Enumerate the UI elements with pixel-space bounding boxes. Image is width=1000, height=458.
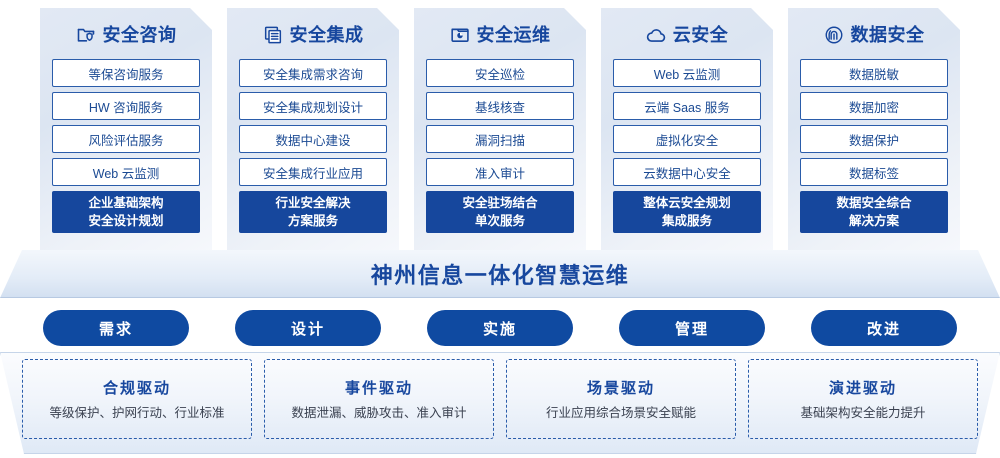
service-item[interactable]: 基线核查 — [426, 92, 574, 120]
drivers-list: 合规驱动 等级保护、护网行动、行业标准 事件驱动 数据泄漏、威胁攻击、准入审计 … — [0, 359, 1000, 445]
column-summary[interactable]: 行业安全解决 方案服务 — [239, 191, 387, 233]
summary-line-1: 数据安全综合 — [836, 195, 912, 210]
fingerprint-icon — [824, 25, 844, 45]
column-header: 安全咨询 — [52, 18, 200, 52]
stacked-documents-icon — [263, 25, 283, 45]
column-header: 安全集成 — [239, 18, 387, 52]
service-item[interactable]: 漏洞扫描 — [426, 125, 574, 153]
driver-card-incident[interactable]: 事件驱动 数据泄漏、威胁攻击、准入审计 — [264, 359, 494, 439]
driver-subtitle: 数据泄漏、威胁攻击、准入审计 — [291, 406, 467, 420]
drivers-panel-background — [0, 352, 1000, 454]
service-item[interactable]: 安全集成需求咨询 — [239, 59, 387, 87]
driver-subtitle: 基础架构安全能力提升 — [800, 406, 926, 420]
service-item[interactable]: 安全集成规划设计 — [239, 92, 387, 120]
driver-subtitle: 行业应用综合场景安全赋能 — [545, 406, 696, 420]
platform-banner: 神州信息一体化智慧运维 — [0, 250, 1000, 298]
column-summary[interactable]: 安全驻场结合 单次服务 — [426, 191, 574, 233]
driver-card-scenario[interactable]: 场景驱动 行业应用综合场景安全赋能 — [506, 359, 736, 439]
summary-line-2: 安全设计规划 — [88, 214, 164, 228]
summary-line-2: 方案服务 — [287, 214, 338, 228]
column-title: 安全集成 — [289, 25, 364, 45]
driver-title: 场景驱动 — [586, 380, 655, 397]
column-title: 安全咨询 — [102, 25, 177, 45]
column-summary[interactable]: 整体云安全规划 集成服务 — [613, 191, 761, 233]
column-header: 安全运维 — [426, 18, 574, 52]
capability-column-cloud-security[interactable]: 云安全 Web 云监测 云端 Saas 服务 虚拟化安全 云数据中心安全 整体云… — [601, 8, 773, 254]
drivers-panel: 合规驱动 等级保护、护网行动、行业标准 事件驱动 数据泄漏、威胁攻击、准入审计 … — [0, 352, 1000, 454]
lifecycle-phases: 需求 设计 实施 管理 改进 — [0, 310, 1000, 346]
service-item[interactable]: 安全集成行业应用 — [239, 158, 387, 186]
cloud-icon — [646, 25, 666, 45]
service-item[interactable]: 数据脱敏 — [800, 59, 948, 87]
service-item[interactable]: 数据保护 — [800, 125, 948, 153]
phase-pill-improvement[interactable]: 改进 — [811, 310, 957, 346]
column-title: 云安全 — [672, 25, 729, 45]
capability-column-data-security[interactable]: 数据安全 数据脱敏 数据加密 数据保护 数据标签 数据安全综合 解决方案 — [788, 8, 960, 254]
service-item[interactable]: 虚拟化安全 — [613, 125, 761, 153]
service-item[interactable]: HW 咨询服务 — [52, 92, 200, 120]
driver-title: 事件驱动 — [344, 380, 413, 397]
phase-pill-design[interactable]: 设计 — [235, 310, 381, 346]
column-title: 安全运维 — [476, 25, 551, 45]
driver-card-evolution[interactable]: 演进驱动 基础架构安全能力提升 — [748, 359, 978, 439]
folder-monitor-icon — [450, 25, 470, 45]
summary-line-1: 行业安全解决 — [275, 195, 351, 210]
summary-line-1: 安全驻场结合 — [462, 195, 538, 210]
summary-line-2: 单次服务 — [474, 214, 525, 228]
banner-shape — [0, 250, 1000, 298]
phase-pill-requirement[interactable]: 需求 — [43, 310, 189, 346]
phase-pill-management[interactable]: 管理 — [619, 310, 765, 346]
driver-subtitle: 等级保护、护网行动、行业标准 — [49, 406, 225, 420]
service-item[interactable]: 云数据中心安全 — [613, 158, 761, 186]
phase-pill-implementation[interactable]: 实施 — [427, 310, 573, 346]
column-header: 云安全 — [613, 18, 761, 52]
capability-column-security-integration[interactable]: 安全集成 安全集成需求咨询 安全集成规划设计 数据中心建设 安全集成行业应用 行… — [227, 8, 399, 254]
summary-line-2: 解决方案 — [848, 214, 899, 228]
summary-line-1: 整体云安全规划 — [643, 195, 731, 210]
column-title: 数据安全 — [850, 25, 925, 45]
service-item[interactable]: 数据标签 — [800, 158, 948, 186]
column-summary[interactable]: 数据安全综合 解决方案 — [800, 191, 948, 233]
service-item[interactable]: 数据加密 — [800, 92, 948, 120]
service-item[interactable]: 准入审计 — [426, 158, 574, 186]
service-item[interactable]: Web 云监测 — [52, 158, 200, 186]
driver-card-compliance[interactable]: 合规驱动 等级保护、护网行动、行业标准 — [22, 359, 252, 439]
column-summary[interactable]: 企业基础架构 安全设计规划 — [52, 191, 200, 233]
capability-column-security-consulting[interactable]: 安全咨询 等保咨询服务 HW 咨询服务 风险评估服务 Web 云监测 企业基础架… — [40, 8, 212, 254]
service-item[interactable]: 数据中心建设 — [239, 125, 387, 153]
summary-line-2: 集成服务 — [661, 214, 712, 228]
service-item[interactable]: 等保咨询服务 — [52, 59, 200, 87]
capability-column-security-operations[interactable]: 安全运维 安全巡检 基线核查 漏洞扫描 准入审计 安全驻场结合 单次服务 — [414, 8, 586, 254]
folder-shield-icon — [76, 25, 96, 45]
driver-title: 演进驱动 — [828, 380, 897, 397]
driver-title: 合规驱动 — [102, 380, 171, 397]
banner-title: 神州信息一体化智慧运维 — [370, 263, 630, 288]
service-item[interactable]: 风险评估服务 — [52, 125, 200, 153]
capability-columns: 安全咨询 等保咨询服务 HW 咨询服务 风险评估服务 Web 云监测 企业基础架… — [0, 8, 1000, 254]
service-item[interactable]: 安全巡检 — [426, 59, 574, 87]
column-header: 数据安全 — [800, 18, 948, 52]
summary-line-1: 企业基础架构 — [88, 195, 164, 210]
service-item[interactable]: 云端 Saas 服务 — [613, 92, 761, 120]
service-item[interactable]: Web 云监测 — [613, 59, 761, 87]
